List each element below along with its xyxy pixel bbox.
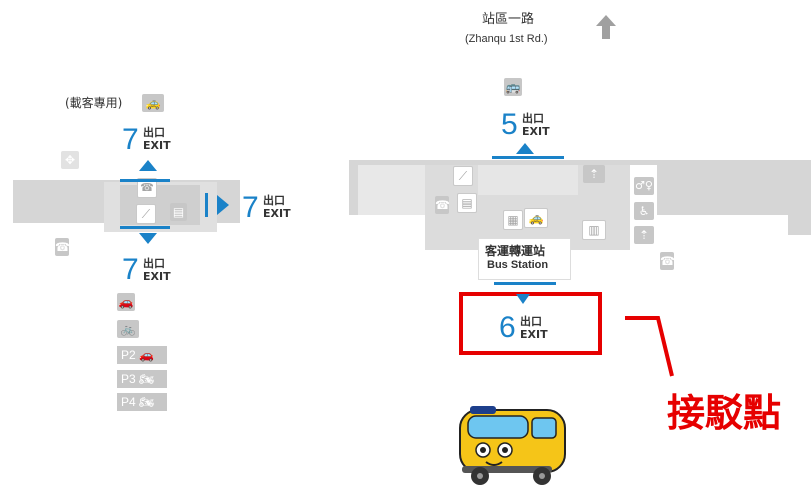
exit-number: 5 — [501, 108, 518, 141]
exit-label-en: EXIT — [522, 125, 550, 138]
bus-station-name-en: Bus Station — [487, 259, 549, 271]
exit-number: 7 — [122, 123, 139, 156]
exit-line — [205, 193, 208, 217]
bus-station-label-box — [478, 238, 571, 280]
exit-number: 7 — [242, 191, 259, 224]
bicycle-icon: 🚲 — [117, 320, 139, 338]
road-name-en: (Zhanqu 1st Rd.) — [465, 33, 548, 45]
exit-line — [492, 156, 564, 159]
passenger-only-label: (載客專用) — [65, 96, 123, 110]
phone-icon: ☎ — [55, 238, 70, 256]
exit-label-cn: 出口 — [143, 126, 165, 139]
escalator-icon: ⟋ — [453, 166, 473, 186]
accessible-icon: ♿ — [634, 202, 654, 220]
station-right-end — [788, 160, 811, 235]
parking-label: P2 — [121, 348, 136, 362]
elevator-icon: ▤ — [170, 203, 187, 221]
road-name: 站區一路 — [482, 12, 535, 27]
parking-p2: P2 🚗 — [117, 346, 167, 364]
exit-label-en: EXIT — [143, 270, 171, 283]
taxi-icon: 🚕 — [142, 94, 164, 112]
phone-icon: ☎ — [660, 252, 675, 270]
parking-label: P3 — [121, 372, 136, 386]
exit-label-en: EXIT — [263, 207, 291, 220]
exit-line — [494, 282, 556, 285]
escalator-icon: ⟋ — [136, 204, 156, 224]
parking-p4: P4 🏍 — [117, 393, 167, 411]
lift-icon: ⇡ — [583, 165, 605, 183]
exit-line — [120, 226, 170, 229]
exit-label-cn: 出口 — [520, 315, 542, 328]
kiosk-icon: ▦ — [503, 210, 523, 230]
bus-icon: 🚌 — [504, 78, 522, 96]
parking-label: P4 — [121, 395, 136, 409]
shop-icon: ▥ — [582, 220, 606, 240]
exit-arrow-right — [217, 195, 229, 215]
taxi-icon: 🚕 — [524, 208, 548, 228]
station-inner — [478, 165, 578, 195]
exit-arrow-down — [516, 294, 530, 304]
station-core-left — [120, 185, 200, 225]
exit-label-en: EXIT — [520, 328, 548, 341]
parking-p3: P3 🏍 — [117, 370, 167, 388]
exit-label-en: EXIT — [143, 139, 171, 152]
exit-label-cn: 出口 — [522, 112, 544, 125]
bus-illustration — [459, 406, 566, 485]
pickup-highlight-box — [459, 292, 602, 355]
station-wing-left — [358, 165, 428, 215]
phone-icon: ☎ — [137, 178, 157, 198]
car-icon: 🚗 — [117, 293, 135, 311]
callout-line — [625, 316, 674, 377]
up-arrow-icon — [596, 15, 616, 39]
bus-station-name: 客運轉運站 — [485, 244, 546, 258]
pickup-point-label: 接駁點 — [667, 390, 782, 435]
exit-arrow-up — [516, 143, 534, 154]
exit-arrow-down — [139, 233, 157, 244]
exit-label-cn: 出口 — [263, 194, 285, 207]
elevator-icon: ▤ — [457, 193, 477, 213]
restroom-icon: ♂♀ — [634, 177, 654, 195]
phone-icon: ☎ — [435, 196, 450, 214]
exit-label-cn: 出口 — [143, 257, 165, 270]
exit-arrow-up — [139, 160, 157, 171]
exit-number: 6 — [499, 311, 516, 344]
exit-line — [120, 179, 170, 182]
exit-number: 7 — [122, 253, 139, 286]
lift-icon: ⇡ — [634, 226, 654, 244]
move-icon: ✥ — [61, 151, 79, 169]
